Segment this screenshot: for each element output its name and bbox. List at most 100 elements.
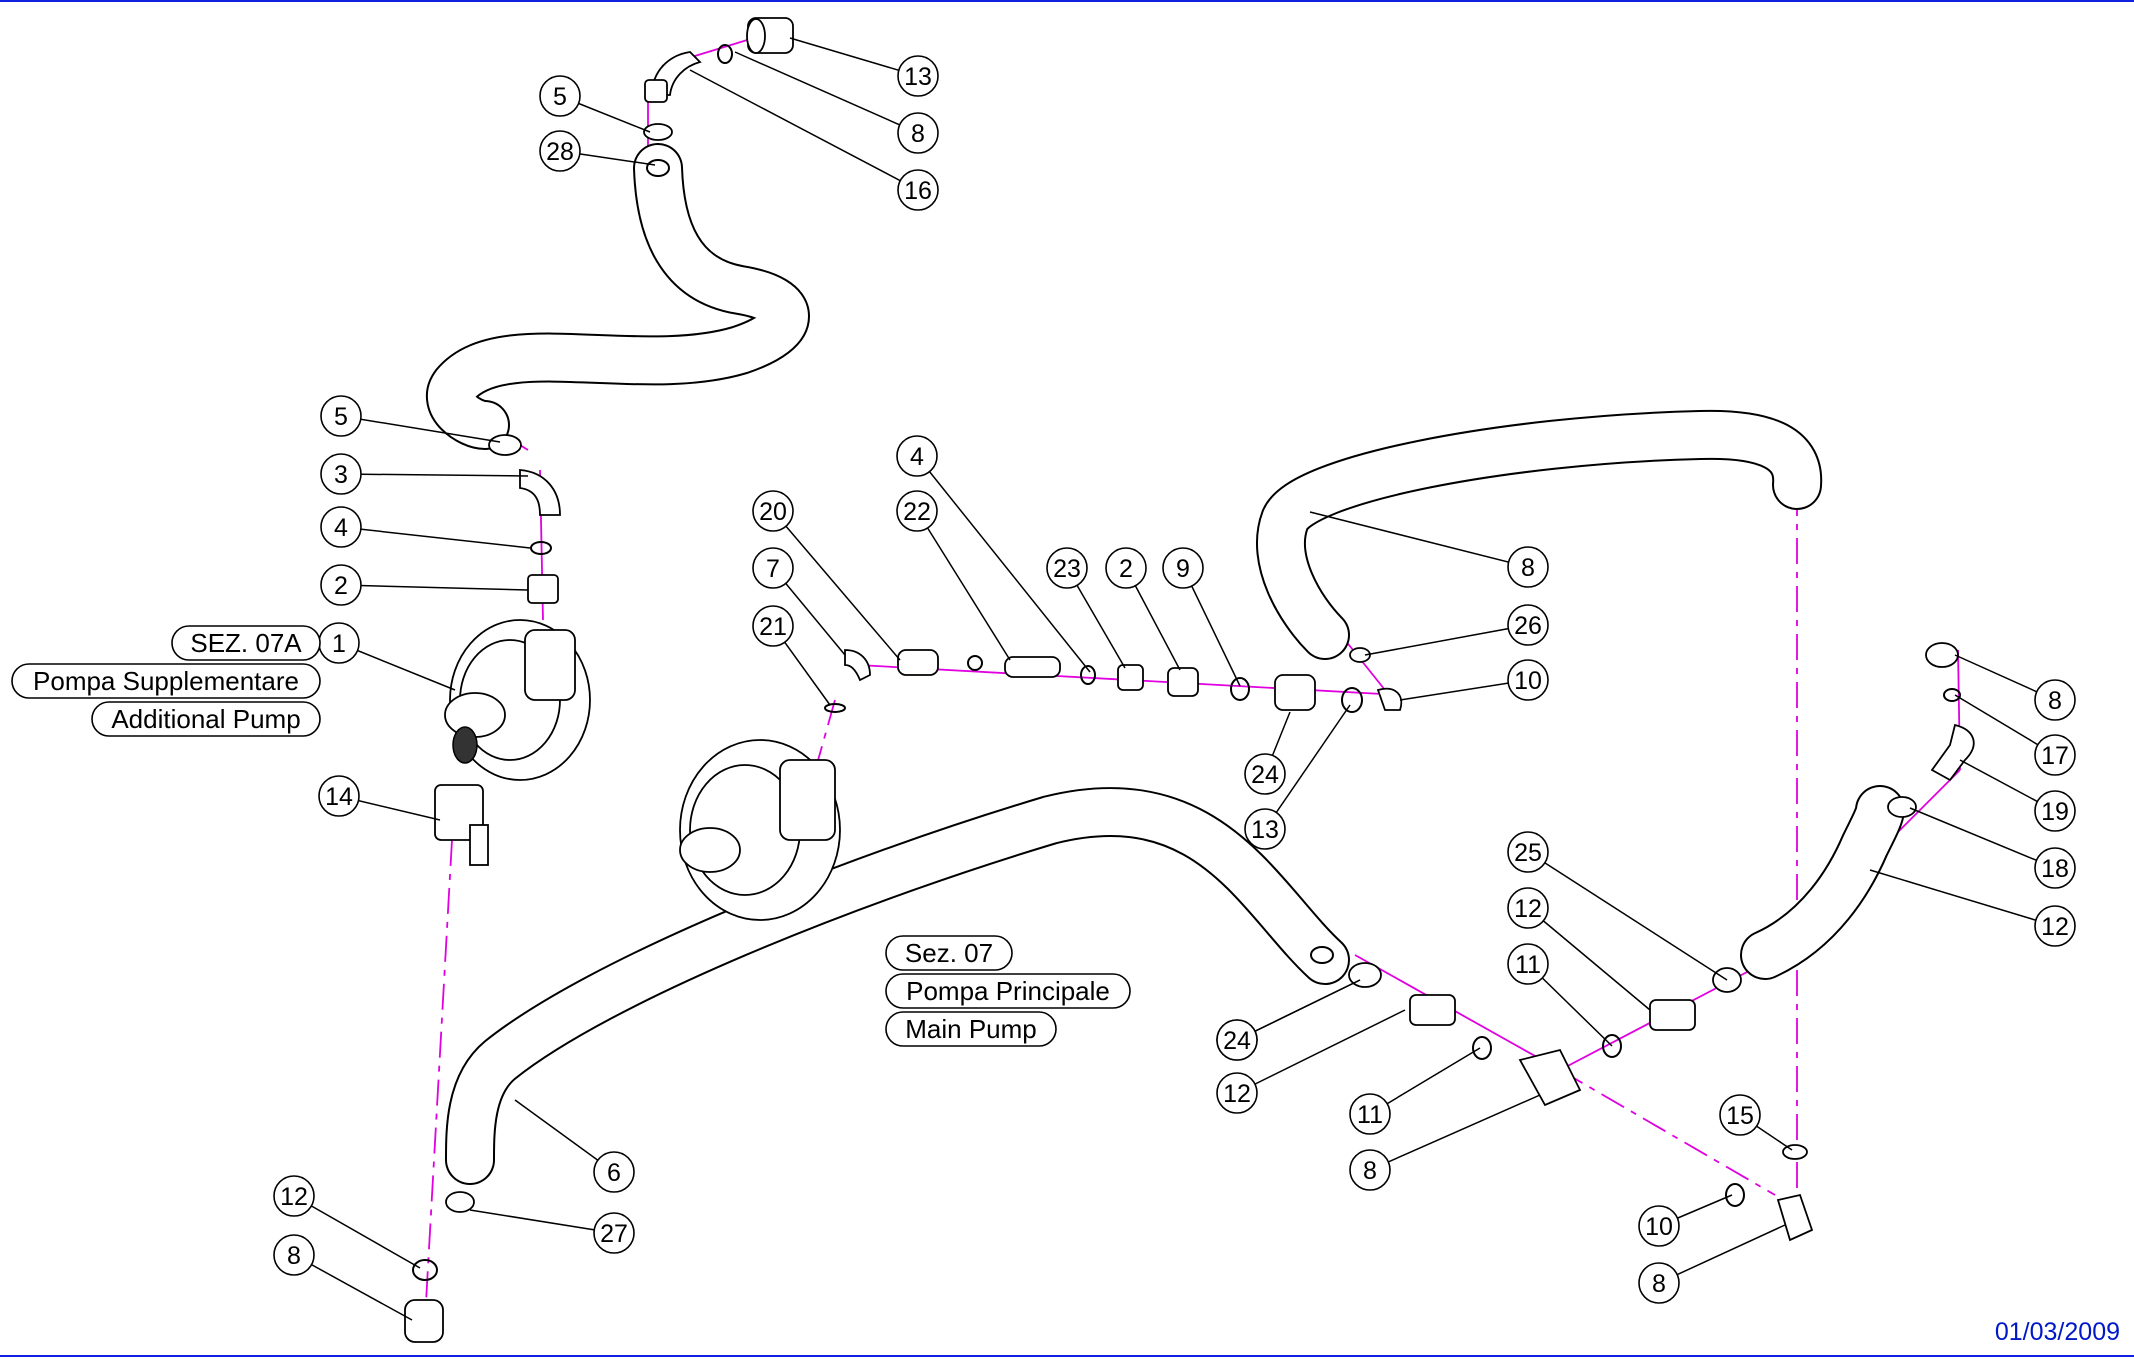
callout-number: 8 xyxy=(1521,554,1535,582)
callout-number: 8 xyxy=(911,120,925,148)
hose-27 xyxy=(445,787,1350,1185)
callout-number: 1 xyxy=(332,630,346,658)
leader-line-37 xyxy=(469,1209,615,1234)
oring-4-right xyxy=(1080,665,1096,685)
leader-line-30 xyxy=(1527,907,1651,1011)
leader-line-5 xyxy=(340,415,501,443)
nipple-11-left xyxy=(1409,994,1456,1026)
callout-circle xyxy=(1507,604,1549,646)
callout-number: 10 xyxy=(1645,1213,1673,1241)
callout-circle xyxy=(593,1212,635,1254)
callout-circle xyxy=(2034,905,2076,947)
callout-bubble-5: 5 xyxy=(539,75,581,117)
callout-bubble-8: 8 xyxy=(273,1234,315,1276)
callout-bubble-10: 10 xyxy=(1507,659,1549,701)
callout-bubble-14: 14 xyxy=(318,775,360,817)
callout-circle xyxy=(1105,547,1147,589)
label-main-pump-text: Main Pump xyxy=(905,1014,1037,1044)
oring-8-mid xyxy=(1230,677,1250,701)
callout-circle xyxy=(752,490,794,532)
leader-line-35 xyxy=(1369,1094,1541,1171)
oring-8-bottom-left xyxy=(412,1259,438,1281)
callout-bubble-8: 8 xyxy=(2034,679,2076,721)
label-sez07a: SEZ. 07A xyxy=(171,625,321,661)
leader-line-19 xyxy=(1309,511,1529,568)
callout-bubble-9: 9 xyxy=(1162,547,1204,589)
callout-number: 11 xyxy=(1515,951,1541,979)
callout-number: 12 xyxy=(1223,1080,1251,1108)
leader-line-27 xyxy=(1909,807,2056,869)
callout-number: 12 xyxy=(280,1183,308,1211)
leader-line-6 xyxy=(340,473,529,477)
callout-circle xyxy=(1349,1149,1391,1191)
union-13-mid xyxy=(1274,674,1316,711)
callout-bubble-27: 27 xyxy=(593,1212,635,1254)
callout-circle xyxy=(897,55,939,97)
callout-number: 2 xyxy=(1119,555,1133,583)
hose-28 xyxy=(426,143,810,450)
callout-number: 14 xyxy=(325,783,353,811)
clamp-12-bottom-left xyxy=(445,1191,475,1213)
callout-circle xyxy=(2034,790,2076,832)
callout-number: 2 xyxy=(334,572,348,600)
callout-circle xyxy=(1638,1205,1680,1247)
callout-number: 25 xyxy=(1514,839,1542,867)
callout-bubble-24: 24 xyxy=(1216,1019,1258,1061)
callout-circle xyxy=(320,506,362,548)
callout-number: 5 xyxy=(553,83,567,111)
callout-bubble-8: 8 xyxy=(897,112,939,154)
callout-bubble-1: 1 xyxy=(318,622,360,664)
callout-number: 23 xyxy=(1053,555,1081,583)
nut-2-left xyxy=(527,574,559,604)
callout-circle xyxy=(1244,753,1286,795)
callout-number: 8 xyxy=(287,1242,301,1270)
callout-circle xyxy=(539,75,581,117)
callout-number: 26 xyxy=(1514,612,1542,640)
leader-line-12 xyxy=(916,510,1011,661)
leader-line-1 xyxy=(734,51,919,134)
callout-circle xyxy=(1638,1262,1680,1304)
callout-number: 16 xyxy=(904,177,932,205)
callout-bubble-13: 13 xyxy=(1244,808,1286,850)
callout-circle xyxy=(320,564,362,606)
callout-number: 27 xyxy=(600,1220,628,1248)
oring-4-left xyxy=(530,541,552,555)
callout-number: 24 xyxy=(1223,1027,1251,1055)
callout-circle xyxy=(897,112,939,154)
hose-26 xyxy=(1256,409,1823,660)
oring-8-tee-left xyxy=(1472,1036,1492,1060)
callout-number: 11 xyxy=(1357,1101,1383,1129)
nut-2-right xyxy=(1117,664,1144,691)
callout-number: 3 xyxy=(334,461,348,489)
oring-8-top xyxy=(717,44,733,64)
callout-number: 17 xyxy=(2041,742,2069,770)
clamp-5-top xyxy=(643,123,673,141)
callout-bubble-16: 16 xyxy=(897,169,939,211)
callout-bubble-8: 8 xyxy=(1638,1262,1680,1304)
leader-line-23 xyxy=(1264,704,1351,830)
callout-bubble-21: 21 xyxy=(752,605,794,647)
callout-circle xyxy=(896,435,938,477)
leader-line-18 xyxy=(1182,567,1241,687)
oring-8-tee-right xyxy=(1602,1034,1622,1058)
leader-line-38 xyxy=(293,1195,421,1269)
callout-bubble-2: 2 xyxy=(1105,547,1147,589)
callout-circle xyxy=(2034,679,2076,721)
leader-line-43 xyxy=(1236,979,1361,1041)
label-pompa-principale: Pompa Principale xyxy=(885,973,1131,1009)
callout-circle xyxy=(1507,659,1549,701)
elbow-3 xyxy=(519,469,561,516)
callout-circle xyxy=(593,1151,635,1193)
callout-bubble-15: 15 xyxy=(1719,1094,1761,1136)
callout-number: 9 xyxy=(1176,555,1190,583)
callout-circle xyxy=(1216,1019,1258,1061)
nipple-11-right xyxy=(1649,999,1696,1031)
leader-line-2 xyxy=(689,69,919,191)
callout-number: 13 xyxy=(904,63,932,91)
callout-number: 8 xyxy=(1363,1157,1377,1185)
callout-circle xyxy=(1507,831,1549,873)
callout-circle xyxy=(273,1175,315,1217)
clamp-12-upper-right xyxy=(1887,796,1917,818)
callout-bubble-19: 19 xyxy=(2034,790,2076,832)
